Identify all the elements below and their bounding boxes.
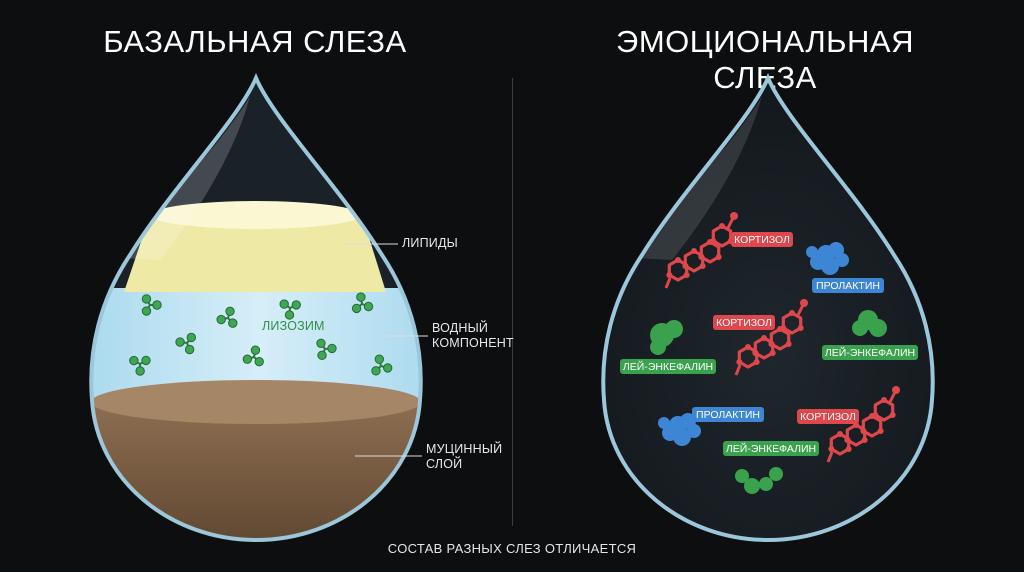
cortisol-molecule: [826, 386, 900, 463]
emotional-tear-drop: [601, 72, 935, 543]
molecule-tag: КОРТИЗОЛ: [731, 232, 793, 247]
lysozyme-molecule: [141, 294, 162, 316]
aqueous-label: ВОДНЫЙ КОМПОНЕНТ: [432, 321, 514, 350]
lysozyme-molecule: [216, 306, 238, 328]
enkephalin-molecule: [650, 320, 683, 355]
svg-text:КОРТИЗОЛ: КОРТИЗОЛ: [800, 411, 856, 423]
lysozyme-molecule: [279, 299, 301, 320]
prolactin-molecule: [806, 242, 849, 275]
prolactin-molecules: [658, 242, 849, 446]
svg-text:ПРОЛАКТИН: ПРОЛАКТИН: [816, 280, 880, 292]
lipid-layer: [124, 215, 386, 292]
lysozyme-molecules: [129, 292, 393, 376]
mucin-label: МУЦИННЫЙ СЛОЙ: [426, 442, 503, 471]
cortisol-molecule: [734, 299, 808, 376]
svg-text:ЛЕЙ-ЭНКЕФАЛИН: ЛЕЙ-ЭНКЕФАЛИН: [726, 442, 816, 455]
enkephalin-molecule: [852, 310, 887, 337]
caption: СОСТАВ РАЗНЫХ СЛЕЗ ОТЛИЧАЕТСЯ: [387, 541, 637, 556]
lysozyme-molecule: [242, 345, 264, 367]
molecule-tag: КОРТИЗОЛ: [713, 315, 775, 330]
molecule-tag: КОРТИЗОЛ: [797, 409, 859, 424]
lysozyme-molecule: [371, 354, 393, 376]
layer-pointers: [345, 243, 428, 457]
molecule-tag: ЛЕЙ-ЭНКЕФАЛИН: [620, 359, 716, 374]
lipids-label: ЛИПИДЫ: [402, 236, 458, 250]
cortisol-molecule: [664, 212, 738, 289]
lysozyme-molecule: [351, 292, 374, 314]
lysozyme-label: ЛИЗОЗИМ: [262, 319, 325, 333]
molecule-tag: ЛЕЙ-ЭНКЕФАЛИН: [723, 441, 819, 456]
svg-text:ЛЕЙ-ЭНКЕФАЛИН: ЛЕЙ-ЭНКЕФАЛИН: [825, 346, 915, 359]
cortisol-molecules: [664, 212, 900, 463]
svg-text:ПРОЛАКТИН: ПРОЛАКТИН: [696, 409, 760, 421]
molecule-tag: ПРОЛАКТИН: [692, 407, 764, 422]
basal-tear-drop: [89, 72, 423, 543]
lysozyme-molecule: [316, 338, 337, 361]
lysozyme-molecule: [129, 355, 151, 376]
center-divider: [512, 78, 513, 526]
lysozyme-molecule: [175, 332, 197, 355]
molecule-tags: КОРТИЗОЛ ПРОЛАКТИН КОРТИЗОЛ ЛЕЙ-ЭНКЕФАЛИН ЛЕ…: [620, 232, 918, 456]
molecule-tag: ПРОЛАКТИН: [812, 278, 884, 293]
enkephalin-molecules: [650, 310, 887, 494]
svg-text:ЛЕЙ-ЭНКЕФАЛИН: ЛЕЙ-ЭНКЕФАЛИН: [623, 360, 713, 373]
molecule-tag: ЛЕЙ-ЭНКЕФАЛИН: [822, 345, 918, 360]
svg-text:КОРТИЗОЛ: КОРТИЗОЛ: [716, 317, 772, 329]
enkephalin-molecule: [735, 467, 783, 494]
emotional-tear-title: ЭМОЦИОНАЛЬНАЯ СЛЕЗА: [616, 24, 914, 95]
basal-tear-title: БАЗАЛЬНАЯ СЛЕЗА: [103, 24, 407, 59]
svg-text:КОРТИЗОЛ: КОРТИЗОЛ: [734, 234, 790, 246]
